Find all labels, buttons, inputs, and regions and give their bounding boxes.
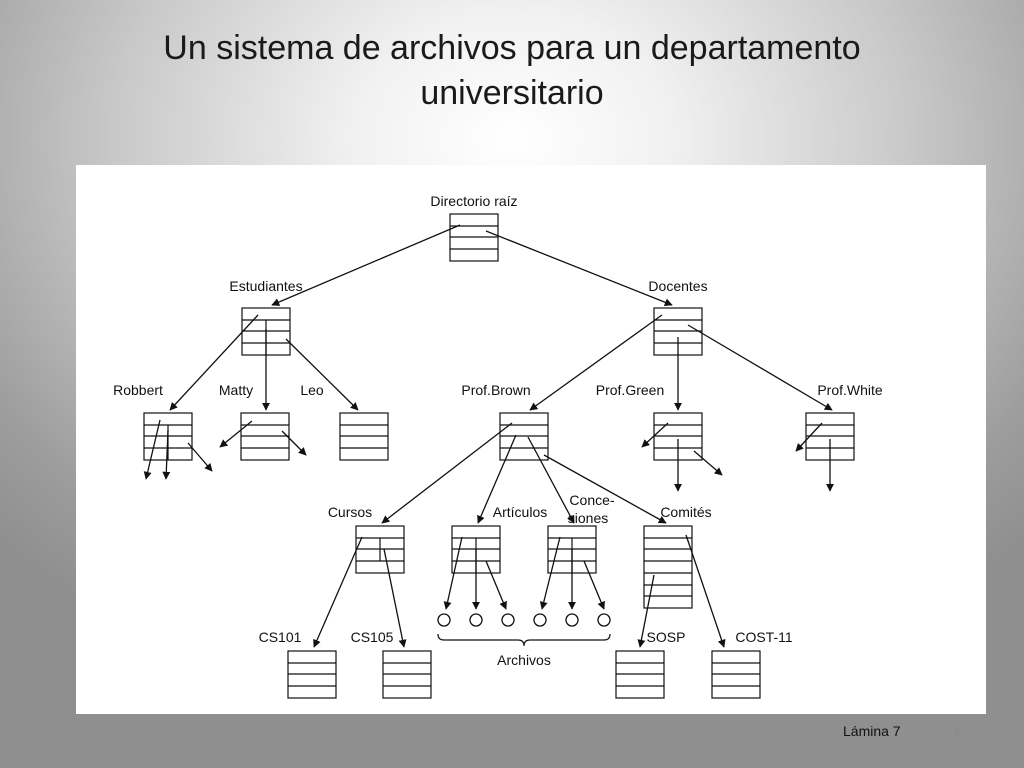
label-committees: Comités xyxy=(660,504,711,520)
file-circle xyxy=(533,613,547,627)
label-files: Archivos xyxy=(497,652,551,668)
slide-title-line-1: Un sistema de archivos para un departame… xyxy=(163,29,861,67)
root-directory-box xyxy=(449,213,499,262)
courses-directory-box xyxy=(355,525,405,574)
label-prof-green: Prof.Green xyxy=(596,382,664,398)
file-circle xyxy=(501,613,515,627)
label-students: Estudiantes xyxy=(229,278,302,294)
directory-tree-svg: Directorio raíz Estudiantes Docentes Rob… xyxy=(113,193,883,699)
slide-title-line-2: universitario xyxy=(420,74,604,112)
label-grants-line-2: siones xyxy=(568,510,608,526)
prof-green-directory-box xyxy=(653,412,703,461)
label-papers: Artículos xyxy=(493,504,547,520)
label-prof-brown: Prof.Brown xyxy=(461,382,530,398)
cs101-directory-box xyxy=(287,650,337,699)
label-courses: Cursos xyxy=(328,504,372,520)
slide-number: 7 xyxy=(953,725,961,740)
tree-arrows xyxy=(143,224,834,648)
files-brace xyxy=(437,633,611,647)
label-matty: Matty xyxy=(219,382,253,398)
cost11-directory-box xyxy=(711,650,761,699)
leo-directory-box xyxy=(339,412,389,461)
file-circle xyxy=(469,613,483,627)
prof-brown-directory-box xyxy=(499,412,549,461)
label-leo: Leo xyxy=(300,382,324,398)
file-circle xyxy=(565,613,579,627)
label-cost11: COST-11 xyxy=(735,629,793,645)
file-circles xyxy=(437,613,611,627)
matty-directory-box xyxy=(240,412,290,461)
label-cs101: CS101 xyxy=(259,629,302,645)
label-robbert: Robbert xyxy=(113,382,163,398)
label-faculty: Docentes xyxy=(648,278,707,294)
slide-label: Lámina 7 xyxy=(843,723,901,739)
label-prof-white: Prof.White xyxy=(817,382,883,398)
slide-title: Un sistema de archivos para un departame… xyxy=(0,26,1024,116)
label-root: Directorio raíz xyxy=(430,193,517,209)
label-grants-line-1: Conce- xyxy=(569,492,614,508)
file-system-diagram: Directorio raíz Estudiantes Docentes Rob… xyxy=(76,165,986,714)
file-circle xyxy=(597,613,611,627)
cs105-directory-box xyxy=(382,650,432,699)
label-cs105: CS105 xyxy=(351,629,394,645)
sosp-directory-box xyxy=(615,650,665,699)
file-circle xyxy=(437,613,451,627)
committees-directory-box xyxy=(643,525,693,609)
label-sosp: SOSP xyxy=(647,629,686,645)
